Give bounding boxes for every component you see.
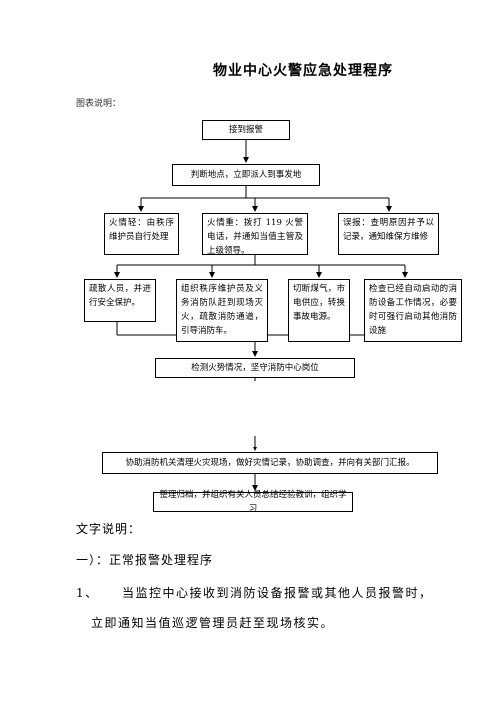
item-1-line-2: 立即通知当值巡逻管理员赶至现场核实。 [91, 616, 335, 630]
box-receive-alarm: 接到报警 [202, 120, 290, 140]
item-1-number: 1、 [76, 586, 99, 600]
item-1-line-1: 当监控中心接收到消防设备报警或其他人员报警时， [122, 586, 433, 600]
box-monitor-fire: 检测火势情况，坚守消防中心岗位 [155, 358, 355, 378]
box-organize-firefighting: 组织秩序维护员及义务消防队赶到现场灭火，疏散消防通道，引导消防车。 [176, 279, 268, 342]
box-judge-location: 判断地点，立即派人到事发地 [172, 164, 320, 186]
page-title: 物业中心火警应急处理程序 [213, 63, 393, 79]
box-assist-cleanup: 协助消防机关清理火灾现场，做好灾情记录，协助调查，并向有关部门汇报。 [102, 452, 438, 474]
box-cutoff-supply: 切断煤气，市电供应，转换事故电源。 [288, 279, 350, 342]
text-heading: 文字说明： [76, 522, 142, 536]
section-normal-alarm: 一）：正常报警处理程序 [76, 553, 214, 567]
box-archive-summary: 整理归档，并组织有关人员总结经验教训，组织学习 [153, 490, 353, 514]
box-check-equipment: 检查已经自动启动的消防设备工作情况，必要时可强行启动其他消防设施 [364, 279, 462, 342]
chart-label: 图表说明： [76, 99, 122, 109]
box-false-alarm: 误报：查明原因并予以记录，通知维保方维修 [338, 213, 439, 255]
box-evacuate: 疏散人员，并进行安全保护。 [84, 279, 156, 322]
box-serious-fire: 火情重：拨打 119 火警电话，并通知当值主管及上级领导。 [202, 213, 308, 256]
box-minor-fire: 火情轻：由秩序维护员自行处理 [104, 213, 179, 255]
